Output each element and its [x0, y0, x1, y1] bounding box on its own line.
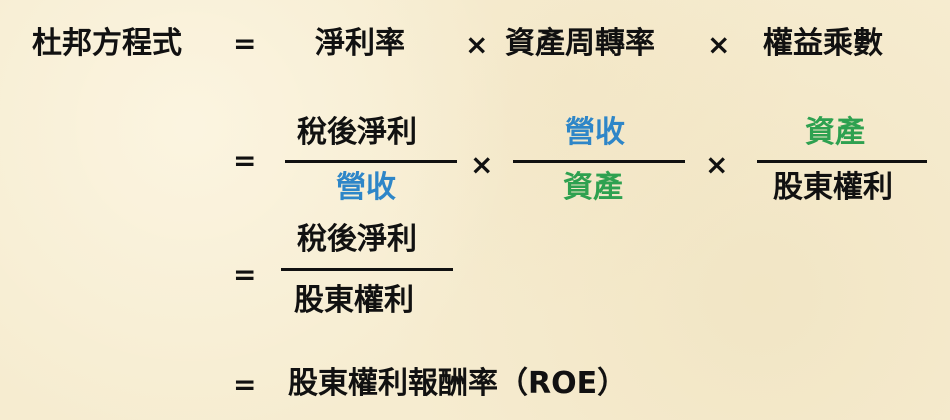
- fraction2-bar: [513, 160, 685, 163]
- fraction3-bar: [757, 160, 927, 163]
- fraction1-bar: [285, 160, 457, 163]
- roe-result: 股東權利報酬率（ROE）: [288, 366, 628, 401]
- times-sign: ×: [707, 28, 731, 61]
- equals-sign: =: [233, 144, 257, 177]
- times-sign: ×: [705, 148, 729, 181]
- fraction2-numerator: 營收: [565, 115, 625, 150]
- times-sign: ×: [465, 28, 489, 61]
- fraction3-denominator: 股東權利: [773, 170, 893, 205]
- equals-sign: =: [233, 27, 257, 60]
- term-net-profit-margin: 淨利率: [315, 26, 405, 61]
- term-equity-multiplier: 權益乘數: [763, 26, 883, 61]
- fraction2-denominator: 資產: [563, 170, 623, 205]
- fraction1-numerator: 稅後淨利: [297, 115, 417, 150]
- roe-fraction-bar: [281, 268, 453, 271]
- times-sign: ×: [470, 148, 494, 181]
- fraction3-numerator: 資產: [805, 115, 865, 150]
- fraction1-denominator: 營收: [336, 170, 396, 205]
- roe-fraction-denominator: 股東權利: [294, 283, 414, 318]
- equals-sign: =: [233, 368, 257, 401]
- roe-fraction-numerator: 稅後淨利: [297, 222, 417, 257]
- equals-sign: =: [233, 258, 257, 291]
- formula-label: 杜邦方程式: [32, 26, 182, 61]
- term-asset-turnover: 資產周轉率: [505, 26, 655, 61]
